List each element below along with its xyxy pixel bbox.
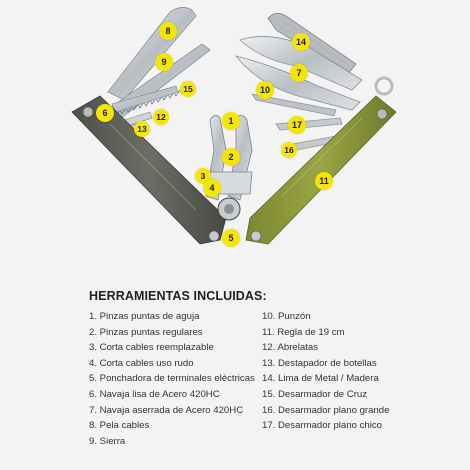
list-item: 12. Abrelatas bbox=[262, 342, 319, 354]
plain-blade bbox=[234, 55, 361, 111]
handle-gray bbox=[71, 95, 227, 245]
tools-heading: HERRAMIENTAS INCLUIDAS: bbox=[89, 289, 267, 303]
callout-badge-16: 16 bbox=[281, 142, 297, 158]
pivot-right bbox=[376, 108, 388, 120]
callout-badge-15: 15 bbox=[180, 81, 196, 97]
list-item: 5. Ponchadora de terminales eléctricas bbox=[89, 373, 255, 385]
callout-badge-7: 7 bbox=[290, 64, 308, 82]
pivot-bottom-left bbox=[208, 230, 220, 242]
tools-list-left: 1. Pinzas puntas de aguja 2. Pinzas punt… bbox=[89, 309, 255, 449]
list-item: 17. Desarmador plano chico bbox=[262, 420, 382, 432]
callout-badge-4: 4 bbox=[203, 179, 221, 197]
callout-badge-17: 17 bbox=[288, 116, 306, 134]
list-item: 10. Punzón bbox=[262, 311, 311, 322]
callout-badge-13: 13 bbox=[134, 121, 150, 137]
callout-badge-11: 11 bbox=[315, 172, 333, 190]
file bbox=[267, 13, 357, 75]
list-item: 8. Pela cables bbox=[89, 420, 150, 432]
callout-badge-10: 10 bbox=[256, 81, 274, 99]
callout-badge-12: 12 bbox=[153, 109, 169, 125]
list-item: 3. Corta cables reemplazable bbox=[89, 342, 214, 354]
list-item: 2. Pinzas puntas regulares bbox=[89, 326, 203, 338]
callout-badge-9: 9 bbox=[155, 53, 173, 71]
awl bbox=[251, 93, 337, 117]
list-item: 6. Navaja lisa de Acero 420HC bbox=[89, 388, 220, 400]
phillips-driver bbox=[111, 85, 179, 113]
tools-list-right: 10. Punzón 11. Regla de 19 cm 12. Abrela… bbox=[262, 309, 389, 434]
list-item: 15. Desarmador de Cruz bbox=[262, 388, 368, 400]
pivot-bottom-right bbox=[250, 230, 262, 242]
serrated-blade bbox=[239, 36, 363, 91]
lanyard-ring bbox=[374, 76, 394, 96]
list-item: 9. Sierra bbox=[89, 435, 126, 447]
list-item: 4. Corta cables uso rudo bbox=[89, 357, 194, 369]
list-item: 16. Desarmador plano grande bbox=[262, 404, 390, 416]
handle-green bbox=[245, 95, 397, 245]
list-item: 11. Regla de 19 cm bbox=[262, 326, 345, 338]
callout-badge-6: 6 bbox=[96, 104, 114, 122]
callout-badge-1: 1 bbox=[222, 112, 240, 130]
list-item: 7. Navaja aserrada de Acero 420HC bbox=[89, 404, 244, 416]
list-item: 1. Pinzas puntas de aguja bbox=[89, 311, 200, 322]
callout-badge-8: 8 bbox=[159, 22, 177, 40]
list-item: 13. Destapador de botellas bbox=[262, 357, 377, 369]
callout-badge-14: 14 bbox=[292, 33, 310, 51]
multitool-illustration bbox=[71, 7, 397, 245]
callout-badge-2: 2 bbox=[222, 148, 240, 166]
list-item: 14. Lima de Metal / Madera bbox=[262, 373, 379, 385]
small-flat-driver bbox=[275, 117, 343, 131]
callout-badge-5: 5 bbox=[222, 229, 240, 247]
saw-teeth bbox=[109, 85, 193, 119]
pivot-left bbox=[82, 106, 94, 118]
